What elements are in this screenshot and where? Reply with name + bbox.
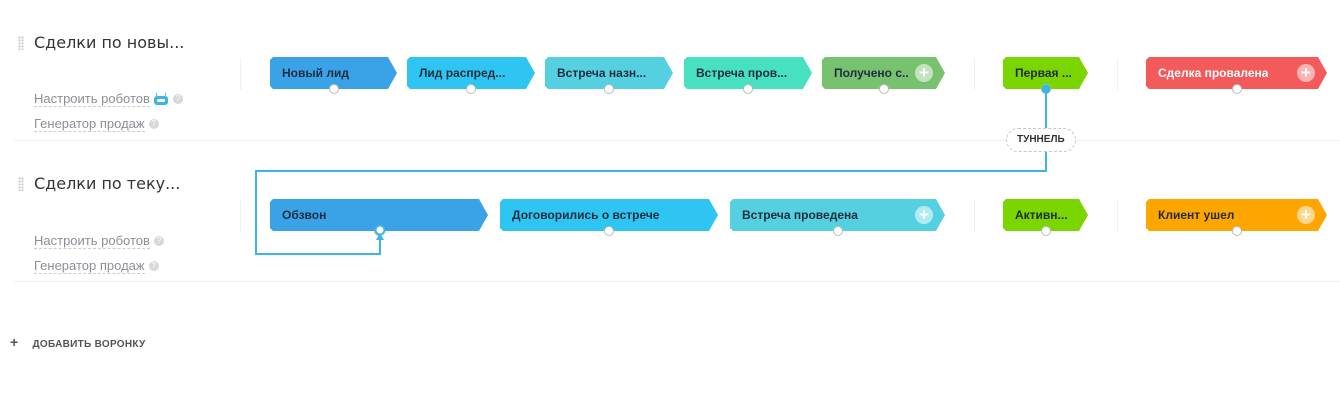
drag-handle-icon[interactable]: [18, 177, 24, 191]
stage-label: Встреча пров...: [696, 66, 788, 80]
stage[interactable]: Лид распред...: [407, 57, 535, 89]
stage[interactable]: Первая ...: [1003, 57, 1088, 89]
stage-connector-dot[interactable]: [1040, 226, 1051, 236]
divider: [240, 58, 241, 90]
stage[interactable]: Клиент ушел: [1146, 199, 1327, 231]
divider: [240, 200, 241, 232]
stage[interactable]: Встреча пров...: [684, 57, 812, 89]
configure-robots-link[interactable]: Настроить роботов: [34, 233, 150, 249]
stage-connector-dot[interactable]: [832, 226, 843, 236]
robots-link-row: Настроить роботов?: [34, 232, 164, 250]
stage-label: Активн...: [1015, 208, 1068, 222]
tunnel-badge[interactable]: ТУННЕЛЬ: [1006, 128, 1076, 152]
help-icon[interactable]: ?: [148, 118, 159, 129]
sales-generator-link[interactable]: Генератор продаж: [34, 258, 145, 274]
generator-link-row: Генератор продаж?: [34, 115, 159, 133]
stage[interactable]: Встреча проведена: [730, 199, 945, 231]
divider: [1117, 200, 1118, 232]
arrow-icon: [376, 233, 384, 240]
pipeline-title[interactable]: Сделки по теку...: [34, 174, 181, 193]
tunnel-start-dot: [1041, 84, 1051, 94]
robots-link-row: Настроить роботов?: [34, 90, 183, 108]
stage-label: Клиент ушел: [1158, 208, 1235, 222]
stage-connector-dot[interactable]: [466, 84, 476, 94]
robot-icon: [153, 92, 168, 105]
stage-connector-dot[interactable]: [328, 84, 339, 94]
add-stage-plus-icon[interactable]: +: [1297, 64, 1315, 82]
divider: [974, 58, 975, 90]
stage-connector-dot[interactable]: [743, 84, 753, 94]
stage-label: Лид распред...: [419, 66, 506, 80]
stage-connector-dot[interactable]: [1231, 226, 1242, 236]
sales-generator-link[interactable]: Генератор продаж: [34, 116, 145, 132]
pipeline-separator: [14, 281, 1340, 282]
drag-handle-icon[interactable]: [18, 36, 24, 50]
help-icon[interactable]: ?: [153, 235, 164, 246]
stage-connector-dot[interactable]: [1231, 84, 1242, 94]
add-pipeline-button[interactable]: + ДОБАВИТЬ ВОРОНКУ: [10, 334, 146, 350]
divider: [1117, 58, 1118, 90]
stage-label: Встреча назн...: [557, 66, 647, 80]
pipeline-separator: [14, 140, 1340, 141]
stage[interactable]: Договорились о встрече: [500, 199, 718, 231]
add-stage-plus-icon[interactable]: +: [915, 206, 933, 224]
stage-label: Встреча проведена: [742, 208, 858, 222]
stage-connector-dot[interactable]: [878, 84, 889, 94]
add-pipeline-label: ДОБАВИТЬ ВОРОНКУ: [32, 339, 146, 350]
tunnel-end-dot: [374, 224, 386, 236]
pipeline-title[interactable]: Сделки по новы...: [34, 33, 185, 52]
stage-connector-dot[interactable]: [604, 84, 614, 94]
help-icon[interactable]: ?: [148, 260, 159, 271]
stage-label: Получено с...: [834, 66, 909, 80]
stage[interactable]: Новый лид: [270, 57, 397, 89]
stage[interactable]: Сделка провалена: [1146, 57, 1327, 89]
generator-link-row: Генератор продаж?: [34, 257, 159, 275]
stage-label: Первая ...: [1015, 66, 1072, 80]
stage-connector-dot[interactable]: [604, 226, 614, 236]
help-icon[interactable]: ?: [172, 93, 183, 104]
stage-label: Новый лид: [282, 66, 349, 80]
stage[interactable]: Встреча назн...: [545, 57, 673, 89]
stage-label: Сделка провалена: [1158, 66, 1269, 80]
add-stage-plus-icon[interactable]: +: [915, 64, 933, 82]
configure-robots-link[interactable]: Настроить роботов: [34, 91, 150, 107]
stage-label: Обзвон: [282, 208, 327, 222]
add-stage-plus-icon[interactable]: +: [1297, 206, 1315, 224]
stage[interactable]: Активн...: [1003, 199, 1088, 231]
divider: [974, 200, 975, 232]
plus-icon: +: [10, 334, 19, 350]
stage-label: Договорились о встрече: [512, 208, 660, 222]
